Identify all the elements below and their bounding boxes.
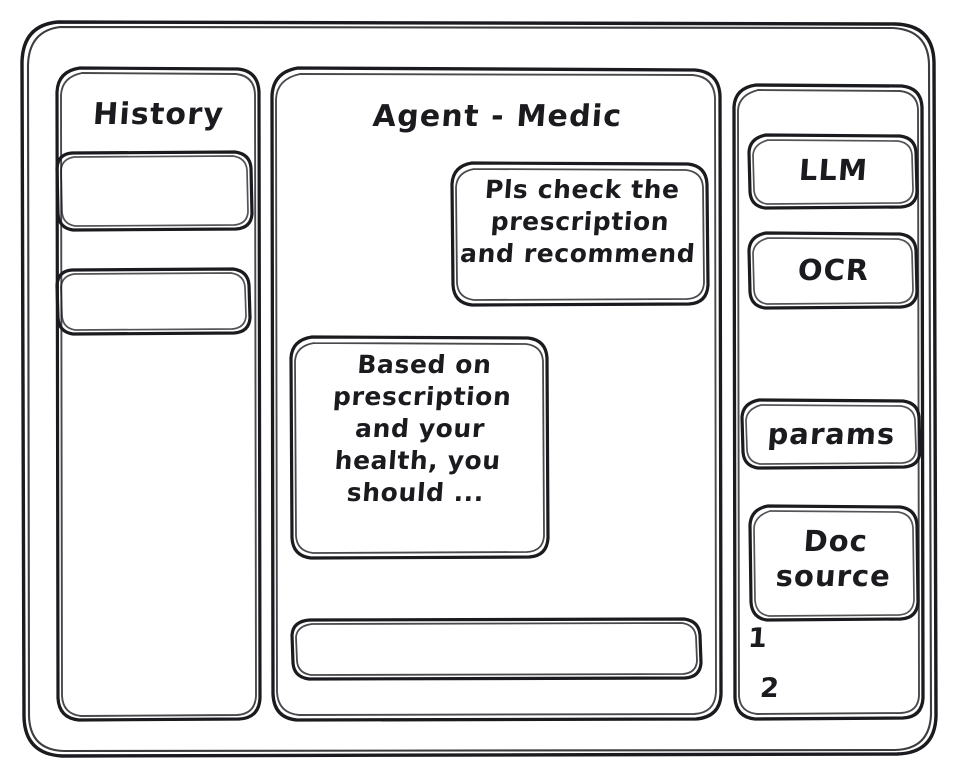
history-item-2-outline: [55, 267, 252, 336]
history-item-1-outline: [55, 150, 254, 232]
chip-params-outline: [740, 398, 922, 470]
history-item-2[interactable]: [57, 269, 250, 334]
composer-outline: [290, 617, 703, 681]
chip-ocr-outline: [747, 231, 919, 310]
chip-params[interactable]: [742, 400, 920, 468]
assistant-message-outline: [289, 335, 550, 560]
right-panel-outline: [732, 83, 925, 721]
main-panel-outline: [270, 66, 723, 722]
chip-doc-source[interactable]: [750, 506, 918, 620]
assistant-message-bubble: [291, 337, 548, 558]
chip-llm[interactable]: [749, 135, 917, 208]
window-frame-outline: [20, 20, 938, 758]
composer-field[interactable]: [292, 619, 701, 679]
chip-ocr[interactable]: [749, 233, 917, 308]
chip-llm-outline: [747, 133, 919, 210]
left-panel-outline: [55, 66, 262, 722]
user-message-bubble: [452, 163, 708, 305]
chip-doc-source-outline: [748, 504, 920, 622]
user-message-outline: [450, 161, 710, 307]
history-item-1[interactable]: [57, 152, 252, 230]
